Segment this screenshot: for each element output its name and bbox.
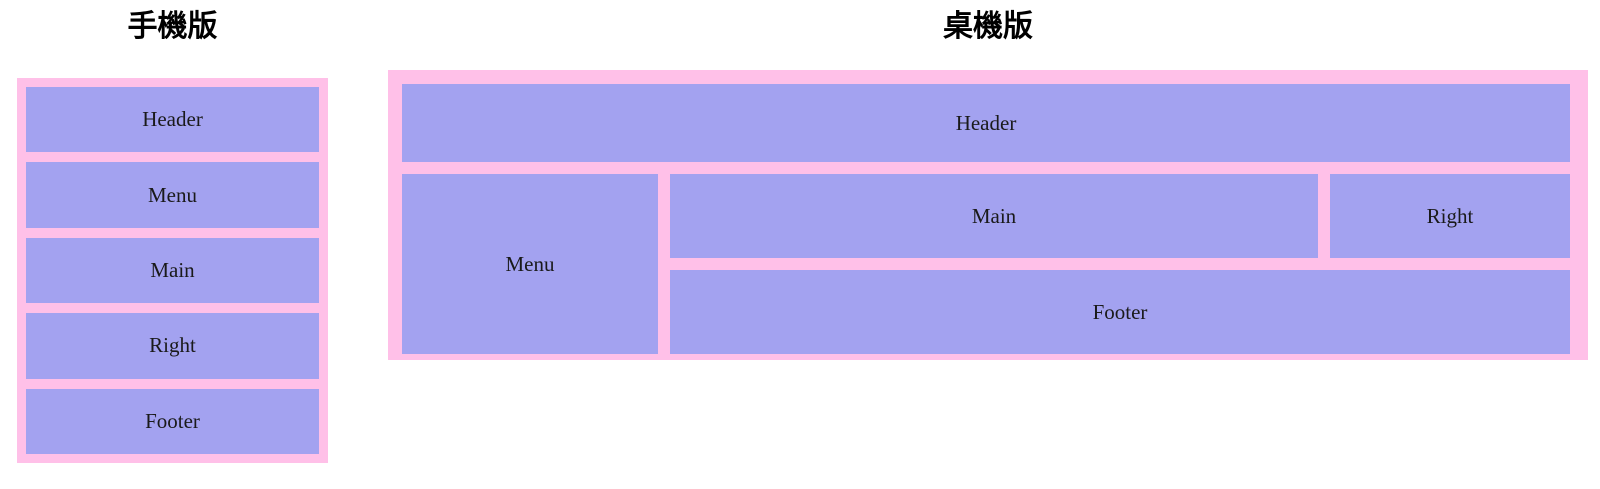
desktop-block-right: Right xyxy=(1330,174,1570,258)
desktop-layout-title: 桌機版 xyxy=(943,10,1033,43)
mobile-block-menu: Menu xyxy=(26,162,319,228)
mobile-block-header: Header xyxy=(26,87,319,153)
mobile-layout-title: 手機版 xyxy=(127,10,218,43)
mobile-block-main: Main xyxy=(26,237,319,304)
mobile-layout-wireframe: Header Menu Main Right Footer xyxy=(17,78,328,463)
desktop-block-menu: Menu xyxy=(402,174,658,354)
desktop-block-footer: Footer xyxy=(670,270,1570,354)
mobile-block-footer: Footer xyxy=(26,388,319,455)
desktop-block-main: Main xyxy=(670,174,1318,258)
mobile-block-right: Right xyxy=(26,313,319,379)
desktop-layout-wireframe: Header Menu Main Right Footer xyxy=(388,70,1588,360)
desktop-block-header: Header xyxy=(402,84,1570,162)
